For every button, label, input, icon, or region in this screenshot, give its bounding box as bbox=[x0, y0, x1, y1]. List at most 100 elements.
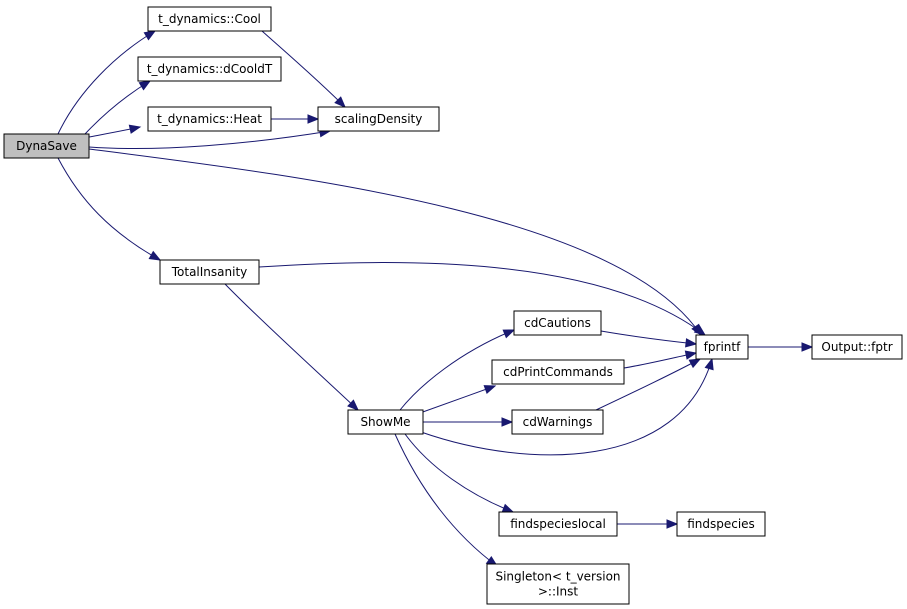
edge-warnings-to-fprintf bbox=[595, 358, 702, 411]
edge-fprintf-to-fptr bbox=[747, 342, 814, 352]
edge-showme-to-cautions bbox=[399, 329, 516, 411]
edge-line bbox=[623, 352, 697, 369]
node-box bbox=[695, 334, 749, 360]
node-box bbox=[347, 409, 424, 435]
edge-showme-to-fslocal bbox=[404, 433, 515, 513]
edge-total-to-fprintf bbox=[258, 262, 707, 336]
node-singleton[interactable]: Singleton< t_version>::Inst bbox=[486, 563, 630, 605]
edge-line bbox=[261, 30, 346, 108]
node-scaling[interactable]: scalingDensity bbox=[317, 106, 440, 132]
node-label: findspecieslocal bbox=[510, 517, 606, 531]
edge-heat-to-scaling bbox=[270, 114, 320, 124]
node-box bbox=[317, 106, 440, 132]
node-label: cdWarnings bbox=[523, 415, 593, 429]
node-showme[interactable]: ShowMe bbox=[347, 409, 424, 435]
node-heat[interactable]: t_dynamics::Heat bbox=[147, 106, 272, 132]
edge-line bbox=[419, 385, 496, 414]
node-label: scalingDensity bbox=[335, 112, 423, 126]
node-label: ShowMe bbox=[360, 415, 410, 429]
arrowhead-icon bbox=[685, 338, 698, 348]
edge-dynasave-to-heat bbox=[88, 124, 142, 138]
node-label: cdCautions bbox=[524, 316, 591, 330]
edge-line bbox=[88, 130, 331, 149]
edge-fslocal-to-fspecies bbox=[617, 519, 679, 529]
arrowhead-icon bbox=[801, 342, 814, 352]
node-fspecies[interactable]: findspecies bbox=[676, 511, 766, 537]
node-label: cdPrintCommands bbox=[503, 365, 613, 379]
edge-dynasave-to-scaling bbox=[88, 128, 332, 149]
node-label: DynaSave bbox=[16, 139, 77, 153]
edge-dynasave-to-cool bbox=[57, 30, 157, 135]
node-label: t_dynamics::Heat bbox=[157, 112, 262, 126]
node-box bbox=[159, 259, 260, 285]
node-box bbox=[511, 409, 604, 435]
node-cool[interactable]: t_dynamics::Cool bbox=[147, 6, 272, 32]
edge-line bbox=[57, 157, 161, 261]
arrowhead-icon bbox=[334, 96, 346, 108]
node-total[interactable]: TotalInsanity bbox=[159, 259, 260, 285]
edge-line bbox=[404, 433, 514, 513]
edge-line bbox=[84, 80, 151, 135]
node-box bbox=[3, 133, 90, 159]
node-box bbox=[811, 334, 903, 360]
node-printcmds[interactable]: cdPrintCommands bbox=[491, 359, 625, 385]
arrowhead-icon bbox=[704, 357, 714, 371]
edge-line bbox=[258, 262, 706, 336]
edge-showme-to-fprintf bbox=[420, 357, 714, 456]
edge-printcmds-to-fprintf bbox=[623, 350, 698, 369]
node-dynasave[interactable]: DynaSave bbox=[3, 133, 90, 159]
node-box bbox=[498, 511, 618, 537]
edge-line bbox=[420, 358, 713, 456]
edge-dynasave-to-dcooldt bbox=[84, 80, 152, 135]
edge-cool-to-scaling bbox=[261, 30, 346, 108]
node-fslocal[interactable]: findspecieslocal bbox=[498, 511, 618, 537]
edge-line bbox=[88, 148, 702, 336]
arrowhead-icon bbox=[138, 80, 152, 91]
node-label: fprintf bbox=[704, 340, 741, 354]
node-warnings[interactable]: cdWarnings bbox=[511, 409, 604, 435]
edge-line bbox=[57, 30, 156, 135]
node-cautions[interactable]: cdCautions bbox=[513, 310, 602, 336]
arrowhead-icon bbox=[128, 124, 142, 134]
node-fprintf[interactable]: fprintf bbox=[695, 334, 749, 360]
node-dcooldt[interactable]: t_dynamics::dCooldT bbox=[137, 56, 282, 82]
node-label: >::Inst bbox=[538, 585, 579, 599]
node-box bbox=[676, 511, 766, 537]
node-fptr[interactable]: Output::fptr bbox=[811, 334, 903, 360]
node-label: t_dynamics::Cool bbox=[158, 12, 261, 26]
edge-line bbox=[394, 433, 498, 567]
arrowhead-icon bbox=[501, 503, 515, 513]
edge-line bbox=[600, 330, 697, 345]
node-label: TotalInsanity bbox=[171, 265, 248, 279]
node-box bbox=[147, 106, 272, 132]
edge-cautions-to-fprintf bbox=[600, 330, 698, 348]
arrowhead-icon bbox=[483, 385, 497, 395]
edge-line bbox=[399, 329, 515, 411]
edge-showme-to-singleton bbox=[394, 433, 499, 567]
arrowhead-icon bbox=[148, 250, 162, 261]
arrowhead-icon bbox=[501, 417, 514, 427]
arrowhead-icon bbox=[307, 114, 320, 124]
arrowhead-icon bbox=[347, 399, 359, 411]
node-box bbox=[491, 359, 625, 385]
node-box bbox=[486, 563, 630, 605]
edge-total-to-showme bbox=[224, 283, 359, 411]
call-nodes: DynaSave t_dynamics::Coolt_dynamics::dCoo… bbox=[3, 6, 903, 605]
edge-showme-to-warnings bbox=[422, 417, 514, 427]
edge-line bbox=[595, 358, 701, 411]
arrowhead-icon bbox=[684, 350, 698, 360]
edge-showme-to-printcmds bbox=[419, 385, 497, 414]
node-label: Singleton< t_version bbox=[495, 570, 620, 584]
node-box bbox=[137, 56, 282, 82]
node-label: Output::fptr bbox=[821, 340, 892, 354]
node-box bbox=[147, 6, 272, 32]
node-label: t_dynamics::dCooldT bbox=[147, 62, 273, 76]
arrowhead-icon bbox=[693, 324, 707, 336]
arrowhead-icon bbox=[688, 358, 702, 369]
arrowhead-icon bbox=[143, 30, 157, 41]
node-box bbox=[513, 310, 602, 336]
edge-line bbox=[224, 283, 359, 411]
arrowhead-icon bbox=[666, 519, 679, 529]
edge-dynasave-to-fprintf bbox=[88, 148, 702, 337]
